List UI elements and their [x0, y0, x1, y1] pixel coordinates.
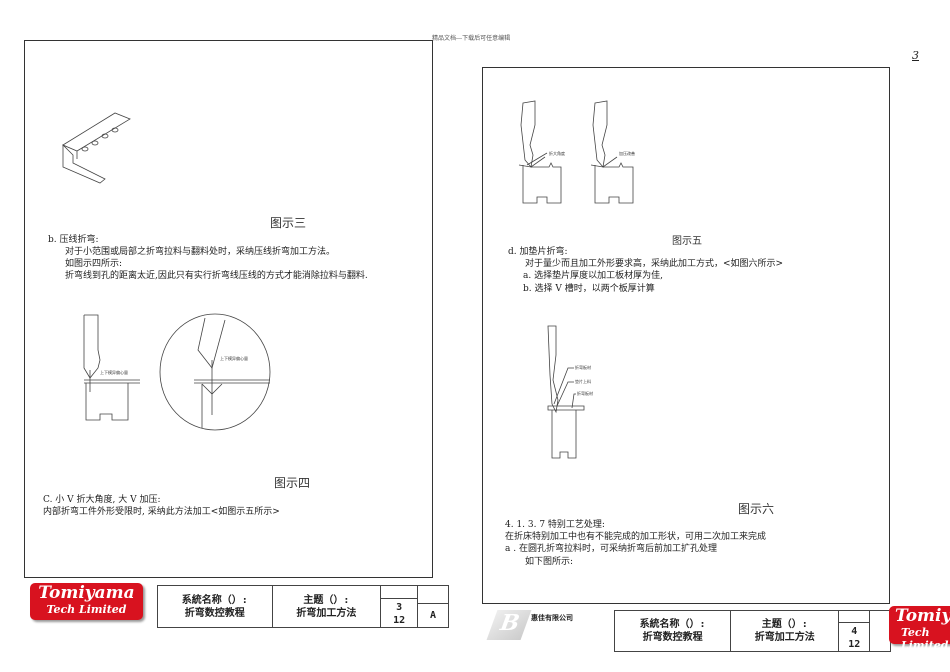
- figure-4-drawing: 上下模异偏心量 上下模异偏心量: [83, 313, 271, 431]
- svg-text:折大角度: 折大角度: [549, 150, 565, 156]
- bracket-illustration: [62, 112, 131, 184]
- text-line: a . 在圆孔折弯拉料时，可采纳折弯后前加工扩孔处理: [505, 544, 717, 554]
- section-4137-title: 4. 1. 3. 7 特别工艺处理:: [505, 520, 605, 530]
- company-b-logo: B: [486, 610, 532, 640]
- svg-text:加压改善: 加压改善: [619, 150, 635, 156]
- section-b-title: b. 压线折弯:: [48, 235, 99, 245]
- watermark: 精品文档---下载后可任意编辑: [432, 35, 511, 42]
- text-line: 对于量少而且加工外形要求高，采纳此加工方式，<如图六所示>: [525, 259, 784, 269]
- text-line: 折弯线到孔的距离太近,因此只有实行折弯线压线的方式才能消除拉料与翻料.: [65, 271, 368, 281]
- svg-text:上下模异偏心量: 上下模异偏心量: [100, 369, 128, 375]
- text-line: 内部折弯工件外形受限时, 采纳此方法加工<如图示五所示>: [43, 507, 280, 517]
- section-c-title: C. 小 V 折大角度, 大 V 加压:: [43, 495, 161, 505]
- section-d-title: d. 加垫片折弯:: [508, 247, 568, 257]
- text-line: b. 选择 V 槽时，以两个板厚计算: [523, 284, 655, 294]
- text-line: 如下图所示:: [525, 557, 574, 567]
- svg-text:垫片上料: 垫片上料: [575, 378, 591, 384]
- right-page-frame: [482, 67, 890, 604]
- left-page-frame: [24, 40, 433, 578]
- figure-5-drawing: 折大角度 加压改善: [518, 100, 635, 204]
- figure-4-caption: 图示四: [274, 476, 311, 490]
- text-line: 在折床特别加工中也有不能完成的加工形状，可用二次加工来完成: [505, 532, 767, 542]
- svg-text:上下模异偏心量: 上下模异偏心量: [220, 355, 248, 361]
- page-mark: 3: [912, 49, 919, 62]
- text-line: 如图示四所示:: [65, 259, 123, 269]
- text-line: a. 选择垫片厚度以加工板材厚为佳,: [523, 271, 663, 281]
- company-name: 惠佳有限公司: [531, 613, 573, 622]
- figure-6-drawing: 折弯板材 垫片上料 折弯板材: [547, 325, 593, 459]
- figure-5-caption: 图示五: [672, 236, 702, 247]
- svg-text:折弯板材: 折弯板材: [577, 390, 593, 396]
- figure-3-caption: 图示三: [270, 216, 307, 230]
- text-line: 对于小范围或局部之折弯拉料与翻料处时，采纳压线折弯加工方法。: [65, 247, 336, 257]
- figure-6-caption: 图示六: [738, 502, 775, 516]
- svg-text:折弯板材: 折弯板材: [575, 364, 591, 370]
